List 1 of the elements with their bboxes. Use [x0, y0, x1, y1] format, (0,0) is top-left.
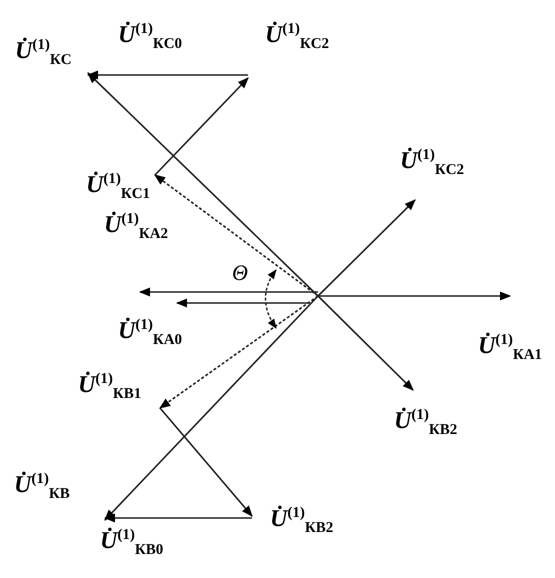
- angle-label: Θ: [232, 262, 248, 284]
